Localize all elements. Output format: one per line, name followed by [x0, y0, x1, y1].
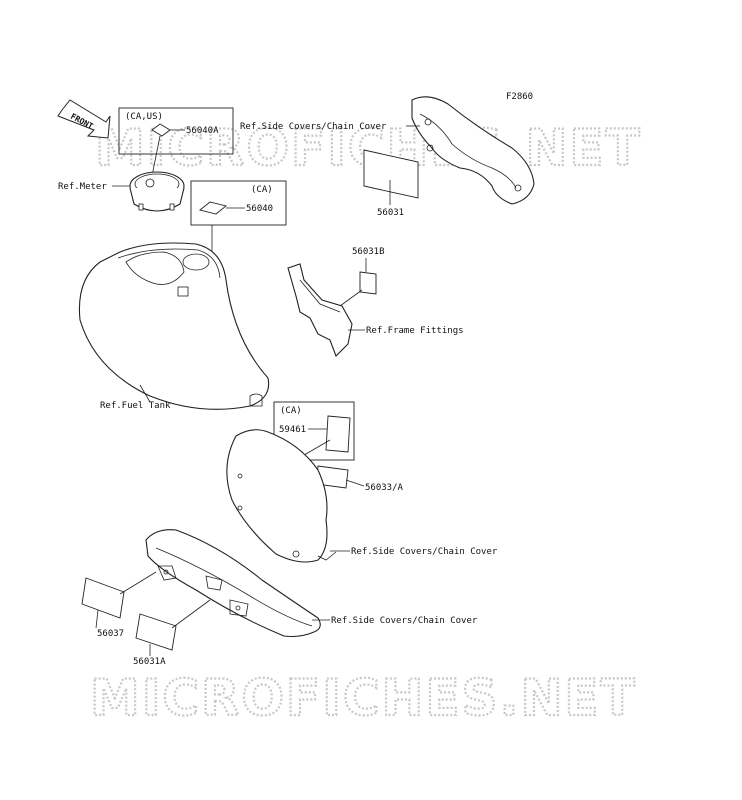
part-56031b: 56031B	[352, 247, 385, 257]
watermark-bottom: MICROFICHES.NET	[90, 669, 637, 727]
frame-fitting-part	[287, 263, 353, 357]
part-56031a: 56031A	[133, 657, 166, 667]
region-box-ca-us	[118, 107, 234, 155]
fuel-tank-part	[78, 242, 270, 410]
ref-frame-fittings-label: Ref.Frame Fittings	[366, 326, 464, 336]
label-59461	[325, 415, 351, 453]
region-box-ca-1	[190, 180, 287, 226]
region-ca-us: (CA,US)	[125, 112, 163, 122]
ref-meter-label: Ref.Meter	[58, 182, 107, 192]
label-56037	[81, 577, 125, 619]
part-56031: 56031	[377, 208, 404, 218]
meter-part	[129, 171, 185, 212]
part-56040: 56040	[246, 204, 273, 214]
side-cover-top-part	[411, 96, 535, 205]
part-56033a: 56033/A	[365, 483, 404, 493]
ref-side-covers-top-label: Ref.Side Covers/Chain Cover	[240, 122, 387, 132]
label-56031b	[359, 271, 377, 295]
region-box-ca-2	[273, 401, 355, 461]
ref-fuel-tank-label: Ref.Fuel Tank	[100, 401, 171, 411]
label-56031a	[135, 613, 177, 651]
part-59461: 59461	[279, 425, 306, 435]
label-56040	[199, 201, 227, 215]
part-56037: 56037	[97, 629, 124, 639]
label-56031	[363, 149, 419, 199]
ref-side-covers-mid-label: Ref.Side Covers/Chain Cover	[351, 547, 498, 557]
part-56040a: 56040A	[186, 126, 219, 136]
chain-cover-part	[145, 529, 321, 638]
region-ca-1: (CA)	[251, 185, 273, 195]
side-cover-mid-part	[226, 429, 337, 563]
ref-side-covers-bottom-label: Ref.Side Covers/Chain Cover	[331, 616, 478, 626]
region-ca-2: (CA)	[280, 406, 302, 416]
figure-code: F2860	[506, 92, 533, 102]
